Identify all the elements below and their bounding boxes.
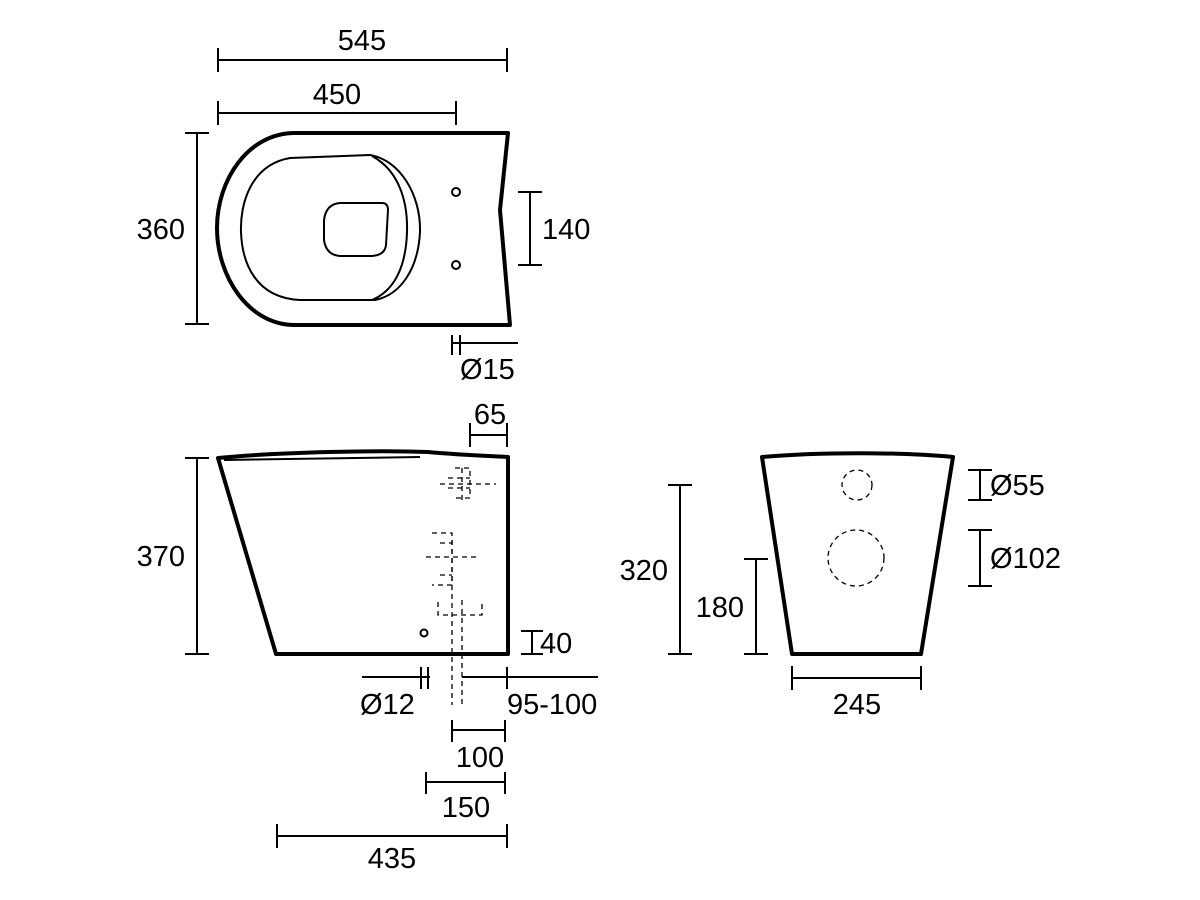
dimension-outlet-range: 95-100	[462, 667, 598, 721]
label-fixing-spacing: 140	[542, 214, 590, 246]
dimension-outlet-span: 150	[425, 772, 506, 824]
bowl-opening	[323, 202, 390, 257]
rear-view-outline	[760, 451, 955, 656]
outlet-opening	[827, 529, 885, 587]
label-outlet-range: 95-100	[507, 689, 597, 721]
dimension-base-width: 245	[791, 666, 922, 721]
label-inlet-offset: 65	[474, 399, 506, 431]
concealed-inlet	[440, 467, 496, 500]
dimension-outlet-centre: 100	[451, 720, 506, 774]
dimension-inlet-height: 320	[620, 484, 692, 655]
side-view-outline	[216, 449, 510, 656]
label-outlet-height: 180	[696, 592, 744, 624]
floor-fixing-hole	[419, 628, 429, 638]
label-base-width: 245	[833, 689, 881, 721]
dimension-height: 370	[137, 457, 209, 655]
side-view: 65 370 40 Ø12 95-100	[137, 399, 598, 875]
dimension-fixing-spacing: 140	[518, 191, 590, 266]
label-outlet-centre: 100	[456, 742, 504, 774]
dimension-overall-length: 545	[217, 25, 508, 72]
dimension-outlet-diameter: Ø102	[968, 529, 1061, 587]
dimension-width: 360	[137, 132, 209, 325]
fixing-hole-upper	[451, 187, 461, 197]
top-view-outline	[215, 131, 512, 327]
label-inlet-diameter: Ø55	[990, 470, 1045, 502]
label-outlet-span: 150	[442, 792, 490, 824]
label-inlet-height: 320	[620, 555, 668, 587]
fixing-hole-lower	[451, 260, 461, 270]
concealed-outlet	[426, 532, 483, 705]
inlet-opening	[841, 469, 873, 501]
seat-line	[223, 456, 421, 461]
seat-outline	[239, 153, 422, 301]
dimension-bowl-length: 450	[217, 79, 457, 125]
label-bowl-length: 450	[313, 79, 361, 111]
seat-lid-edge	[371, 155, 409, 301]
dimension-base-length: 435	[276, 824, 508, 875]
rear-view: Ø55 Ø102 320 180 245	[620, 451, 1061, 721]
dimension-fixing-hole-diameter: Ø15	[451, 335, 518, 386]
dimension-inlet-offset: 65	[469, 399, 508, 447]
dimension-inlet-diameter: Ø55	[968, 469, 1045, 502]
dimension-outlet-height: 180	[696, 558, 768, 655]
label-overall-length: 545	[338, 25, 386, 57]
dimension-floor-clearance: 40	[521, 628, 572, 660]
label-base-length: 435	[368, 843, 416, 875]
label-floor-clearance: 40	[540, 628, 572, 660]
dimension-floor-fixing-diameter: Ø12	[360, 667, 430, 721]
label-height: 370	[137, 541, 185, 573]
label-fixing-hole-diameter: Ø15	[460, 354, 515, 386]
label-width: 360	[137, 214, 185, 246]
label-outlet-diameter: Ø102	[990, 543, 1061, 575]
top-view: 545 450 360 140 Ø15	[137, 25, 591, 386]
label-floor-fixing-diameter: Ø12	[360, 689, 415, 721]
